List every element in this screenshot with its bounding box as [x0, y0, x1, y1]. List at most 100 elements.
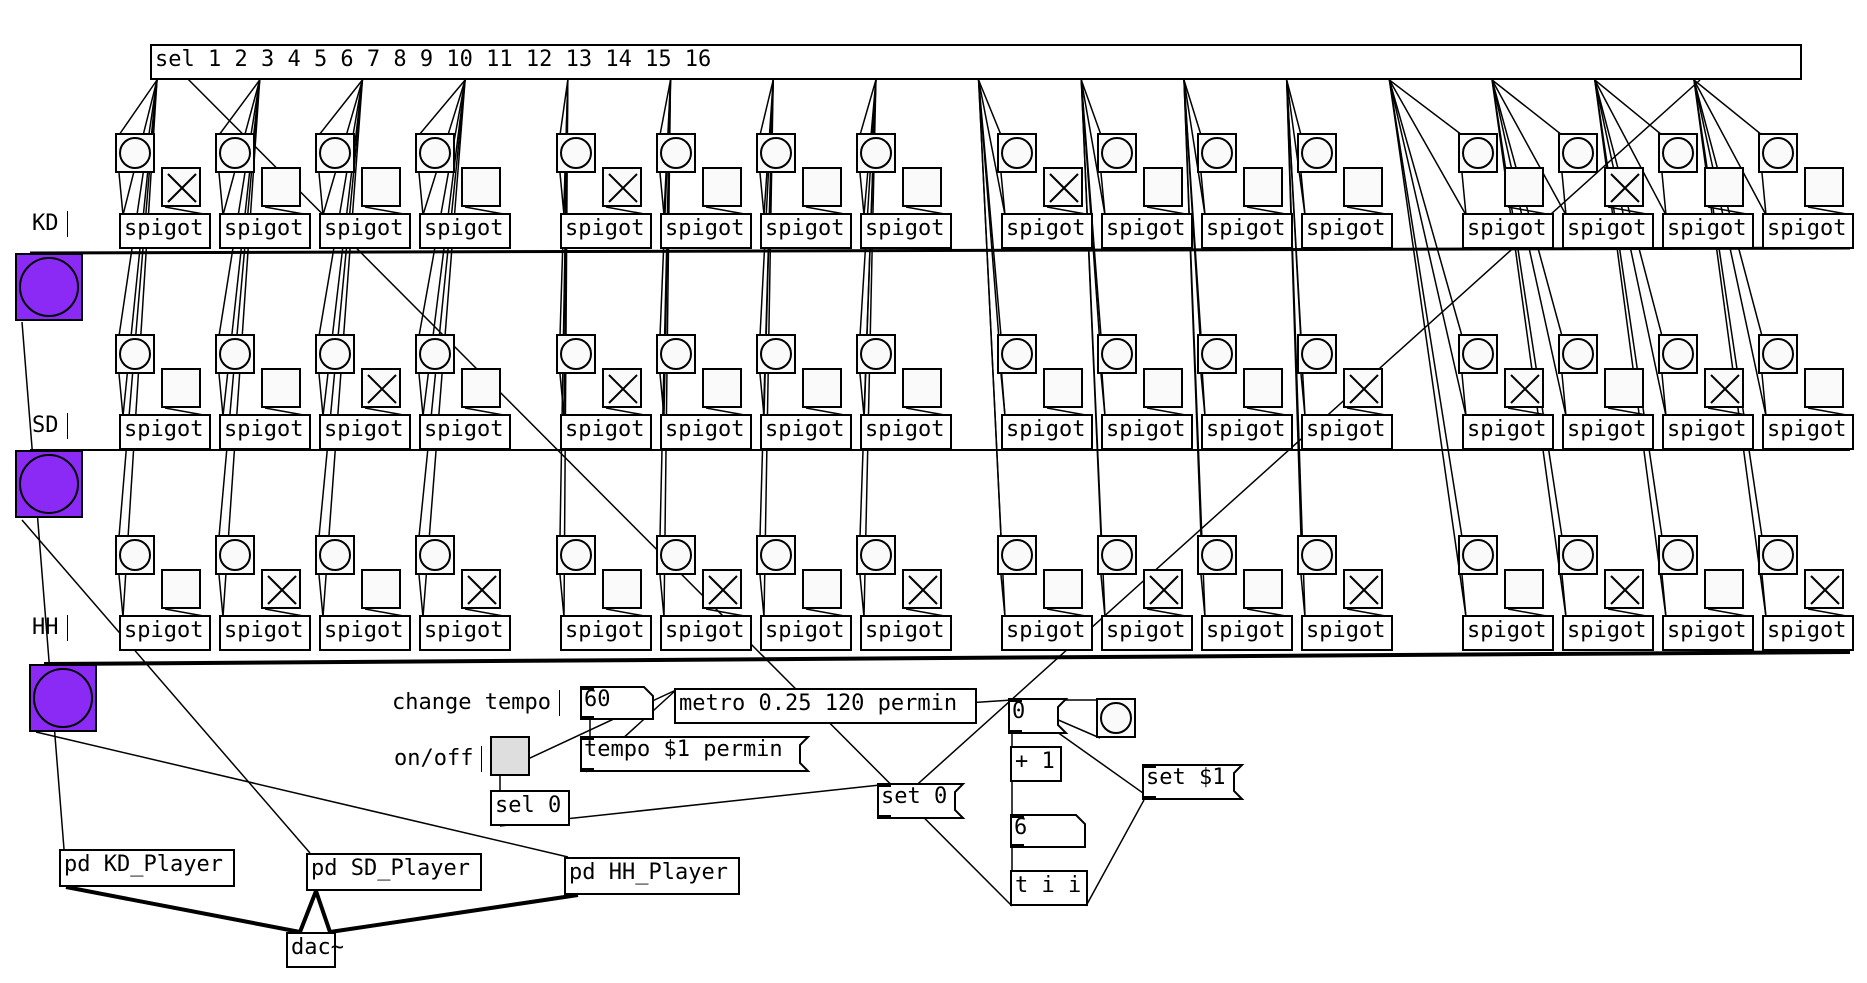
- step-toggle[interactable]: [1343, 368, 1383, 408]
- step-bang[interactable]: [415, 334, 455, 374]
- step-toggle[interactable]: [602, 368, 642, 408]
- step-toggle[interactable]: [1343, 167, 1383, 207]
- step-bang[interactable]: [415, 133, 455, 173]
- spigot-object[interactable]: spigot: [1562, 414, 1654, 450]
- step-toggle[interactable]: [1604, 368, 1644, 408]
- step-toggle[interactable]: [261, 167, 301, 207]
- step-toggle[interactable]: [361, 569, 401, 609]
- step-bang[interactable]: [1758, 133, 1798, 173]
- spigot-object[interactable]: spigot: [319, 213, 411, 249]
- spigot-object[interactable]: spigot: [1762, 615, 1854, 651]
- step-toggle[interactable]: [1504, 569, 1544, 609]
- step-bang[interactable]: [315, 334, 355, 374]
- spigot-object[interactable]: spigot: [319, 414, 411, 450]
- step-toggle[interactable]: [361, 167, 401, 207]
- step-toggle[interactable]: [1704, 368, 1744, 408]
- step-bang[interactable]: [656, 133, 696, 173]
- spigot-object[interactable]: spigot: [860, 414, 952, 450]
- counter-number-box[interactable]: 0: [1008, 698, 1069, 734]
- step-toggle[interactable]: [802, 569, 842, 609]
- step-toggle[interactable]: [461, 569, 501, 609]
- step-toggle[interactable]: [702, 167, 742, 207]
- set-0-message[interactable]: set 0: [877, 783, 966, 819]
- step-bang[interactable]: [1758, 535, 1798, 575]
- step-toggle[interactable]: [802, 368, 842, 408]
- spigot-object[interactable]: spigot: [1301, 213, 1393, 249]
- step-toggle[interactable]: [1343, 569, 1383, 609]
- step-bang[interactable]: [1097, 334, 1137, 374]
- kd-trigger-bang[interactable]: [15, 253, 83, 321]
- spigot-object[interactable]: spigot: [1101, 213, 1193, 249]
- spigot-object[interactable]: spigot: [1001, 414, 1093, 450]
- spigot-object[interactable]: spigot: [1201, 213, 1293, 249]
- step-toggle[interactable]: [802, 167, 842, 207]
- step-bang[interactable]: [1458, 133, 1498, 173]
- step-bang[interactable]: [1558, 133, 1598, 173]
- step-bang[interactable]: [315, 535, 355, 575]
- step-bang[interactable]: [115, 133, 155, 173]
- step-toggle[interactable]: [461, 167, 501, 207]
- step-bang[interactable]: [1297, 535, 1337, 575]
- step-toggle[interactable]: [1143, 569, 1183, 609]
- spigot-object[interactable]: spigot: [1562, 213, 1654, 249]
- step-bang[interactable]: [656, 535, 696, 575]
- step-bang[interactable]: [656, 334, 696, 374]
- step-toggle[interactable]: [1804, 368, 1844, 408]
- step-toggle[interactable]: [361, 368, 401, 408]
- spigot-object[interactable]: spigot: [1562, 615, 1654, 651]
- step-bang[interactable]: [756, 133, 796, 173]
- spigot-object[interactable]: spigot: [860, 213, 952, 249]
- spigot-object[interactable]: spigot: [1762, 213, 1854, 249]
- step-toggle[interactable]: [1243, 368, 1283, 408]
- step-toggle[interactable]: [261, 569, 301, 609]
- spigot-object[interactable]: spigot: [319, 615, 411, 651]
- metro-object[interactable]: metro 0.25 120 permin: [674, 688, 977, 724]
- step-bang[interactable]: [997, 133, 1037, 173]
- spigot-object[interactable]: spigot: [760, 213, 852, 249]
- spigot-object[interactable]: spigot: [219, 213, 311, 249]
- hh-trigger-bang[interactable]: [29, 664, 97, 732]
- spigot-object[interactable]: spigot: [560, 213, 652, 249]
- step-bang[interactable]: [1758, 334, 1798, 374]
- set-dollar1-message[interactable]: set $1: [1142, 764, 1245, 800]
- spigot-object[interactable]: spigot: [219, 414, 311, 450]
- kd-player-subpatch[interactable]: pd KD_Player: [59, 849, 235, 887]
- step-toggle[interactable]: [1504, 167, 1544, 207]
- step-bang[interactable]: [1097, 133, 1137, 173]
- select-object[interactable]: sel 1 2 3 4 5 6 7 8 9 10 11 12 13 14 15 …: [150, 44, 1802, 80]
- step-toggle[interactable]: [161, 569, 201, 609]
- spigot-object[interactable]: spigot: [860, 615, 952, 651]
- spigot-object[interactable]: spigot: [660, 414, 752, 450]
- step-toggle[interactable]: [1604, 569, 1644, 609]
- step-toggle[interactable]: [1504, 368, 1544, 408]
- step-bang[interactable]: [215, 334, 255, 374]
- spigot-object[interactable]: spigot: [1101, 414, 1193, 450]
- spigot-object[interactable]: spigot: [419, 615, 511, 651]
- dac-object[interactable]: dac~: [286, 932, 344, 968]
- hh-player-subpatch[interactable]: pd HH_Player: [564, 857, 740, 895]
- sel-0-object[interactable]: sel 0: [490, 790, 570, 826]
- step-bang[interactable]: [997, 535, 1037, 575]
- tempo-message[interactable]: tempo $1 permin: [580, 736, 811, 772]
- step-bang[interactable]: [1658, 133, 1698, 173]
- spigot-object[interactable]: spigot: [1762, 414, 1854, 450]
- step-toggle[interactable]: [261, 368, 301, 408]
- step-toggle[interactable]: [1243, 167, 1283, 207]
- spigot-object[interactable]: spigot: [419, 213, 511, 249]
- step-bang[interactable]: [756, 334, 796, 374]
- spigot-object[interactable]: spigot: [1662, 615, 1754, 651]
- step-toggle[interactable]: [602, 569, 642, 609]
- step-toggle[interactable]: [902, 569, 942, 609]
- step-toggle[interactable]: [1143, 167, 1183, 207]
- spigot-object[interactable]: spigot: [1201, 414, 1293, 450]
- step-bang[interactable]: [215, 133, 255, 173]
- step-bang[interactable]: [1297, 133, 1337, 173]
- step-toggle[interactable]: [1804, 167, 1844, 207]
- spigot-object[interactable]: spigot: [1001, 213, 1093, 249]
- step-bang[interactable]: [115, 535, 155, 575]
- spigot-object[interactable]: spigot: [1662, 213, 1754, 249]
- step-toggle[interactable]: [902, 167, 942, 207]
- step-bang[interactable]: [556, 133, 596, 173]
- step-toggle[interactable]: [161, 167, 201, 207]
